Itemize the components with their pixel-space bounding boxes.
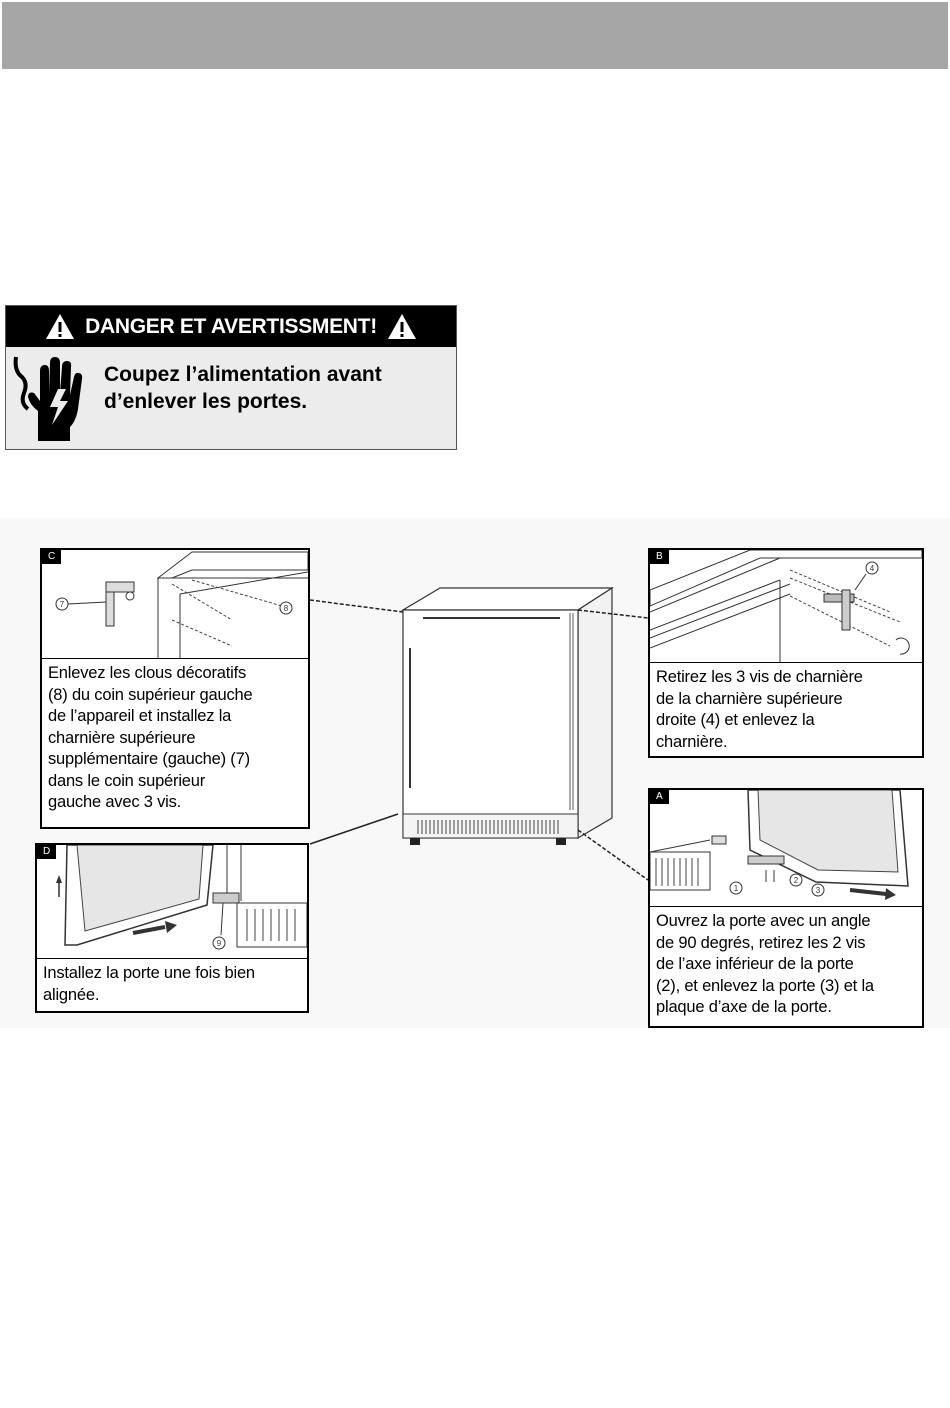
step-a-illustration: A 1 2 3 [650, 790, 922, 907]
text-line: Installez la porte une fois bien [43, 964, 255, 982]
hinge-install-drawing: 7 8 [55, 551, 308, 658]
callout-number: 9 [217, 939, 222, 948]
step-d-text: Installez la porte une fois bien alignée… [37, 959, 307, 1010]
warning-message-line: d’enlever les portes. [104, 390, 308, 413]
text-line: (8) du coin supérieur gauche [48, 685, 253, 704]
callout-number: 1 [734, 884, 739, 893]
warning-box: DANGER ET AVERTISSMENT! Coupez l’aliment… [5, 305, 457, 450]
step-d-illustration: D 9 [37, 845, 307, 959]
callout-number: 4 [870, 564, 875, 573]
text-line: de la charnière supérieure [656, 689, 843, 708]
warning-header: DANGER ET AVERTISSMENT! [6, 306, 456, 347]
text-line: plaque d’axe de la porte. [656, 998, 832, 1016]
door-reversal-figure: C 7 8 Enlevez les clous déco [0, 518, 950, 1028]
step-b-text: Retirez les 3 vis de charnière de la cha… [650, 663, 922, 757]
step-a-text: Ouvrez la porte avec un angle de 90 degr… [650, 907, 922, 1023]
warning-body: Coupez l’alimentation avant d’enlever le… [6, 347, 456, 449]
text-line: charnière supérieure [48, 728, 196, 747]
step-b-illustration: B 4 [650, 550, 922, 663]
callout-number: 8 [284, 604, 289, 613]
appliance-illustration [309, 586, 649, 881]
step-letter: A [650, 790, 669, 804]
text-line: dans le coin supérieur [48, 771, 206, 790]
text-line: Enlevez les clous décoratifs [48, 664, 246, 682]
text-line: Ouvrez la porte avec un angle [656, 912, 871, 930]
header-bar [2, 2, 948, 69]
step-c-text: Enlevez les clous décoratifs (8) du coin… [42, 659, 308, 818]
text-line: de 90 degrés, retirez les 2 vis [656, 933, 866, 952]
hinge-removal-drawing: 4 [650, 550, 922, 662]
step-letter: C [42, 550, 62, 564]
warning-triangle-icon [46, 314, 75, 339]
text-line: charnière. [656, 732, 728, 751]
text-line: (2), et enlevez la porte (3) et la [656, 976, 874, 995]
warning-triangle-icon [387, 314, 416, 339]
callout-number: 7 [60, 600, 65, 609]
step-panel-d: D 9 Installez la porte une fois bien al [35, 843, 309, 1013]
text-line: gauche avec 3 vis. [48, 793, 182, 811]
step-panel-b: B 4 Retirez les 3 vis de charnière [648, 548, 924, 758]
step-panel-c: C 7 8 Enlevez les clous déco [40, 548, 310, 829]
text-line: de l’appareil et installez la [48, 707, 232, 725]
callout-number: 3 [816, 886, 821, 895]
text-line: de l’axe inférieur de la porte [656, 955, 854, 973]
step-panel-a: A 1 2 3 Ouvrez la po [648, 788, 924, 1028]
step-letter: D [37, 845, 57, 859]
text-line: droite (4) et enlevez la [656, 711, 815, 729]
text-line: Retirez les 3 vis de charnière [656, 668, 863, 686]
warning-title: DANGER ET AVERTISSMENT! [85, 314, 377, 338]
electric-hand-icon [13, 356, 83, 441]
step-c-illustration: C 7 8 [42, 550, 308, 659]
text-line: supplémentaire (gauche) (7) [48, 750, 250, 768]
door-removal-drawing: 1 2 3 [650, 790, 909, 900]
warning-message: Coupez l’alimentation avant d’enlever le… [104, 361, 444, 415]
warning-message-line: Coupez l’alimentation avant [104, 363, 382, 386]
text-line: alignée. [43, 985, 100, 1004]
callout-number: 2 [794, 876, 799, 885]
step-letter: B [650, 550, 669, 564]
door-install-drawing: 9 [56, 845, 307, 950]
